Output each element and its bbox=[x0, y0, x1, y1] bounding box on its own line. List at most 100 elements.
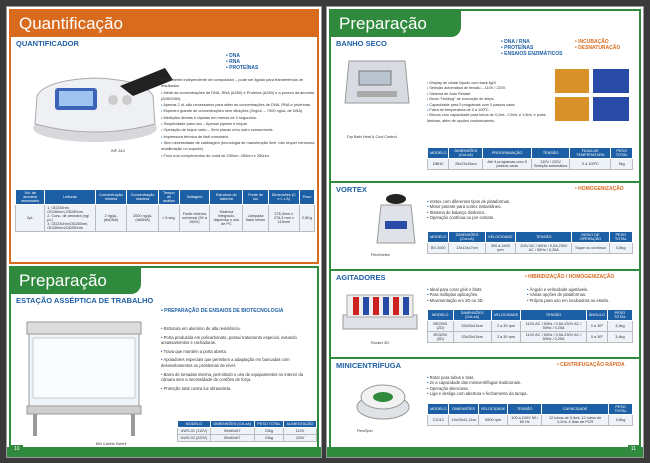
tag-homogenization: • HOMOGENIZAÇÃO bbox=[575, 186, 624, 192]
bullet-item: Blocos com capacidade para tubos de 0,2m… bbox=[427, 113, 552, 124]
table-cell: 220V bbox=[283, 434, 317, 442]
table-cell: 2µL bbox=[14, 204, 46, 232]
bullet-item: 2x a capacidade das minicentrífugas trad… bbox=[427, 380, 627, 385]
bullet-item: Liga e desliga com abertura e fechamento… bbox=[427, 391, 627, 396]
table-header: MODELO bbox=[177, 420, 211, 428]
tag-hybridization: • HIBRIDIZAÇÃO / HOMOGENIZAÇÃO bbox=[525, 274, 615, 280]
bullet-list-left: Ideal para corar géis e blots. Para múlt… bbox=[427, 287, 527, 303]
minicentrifuge-block: MINICENTRÍFUGA • CENTRIFUGAÇÃO RÁPIDA Fl… bbox=[331, 357, 639, 447]
bullet-item: Movimentação em 2D ou 3D. bbox=[427, 298, 527, 303]
bullet-item: Trava que mantém a porta aberta. bbox=[161, 349, 316, 355]
table-header: DIMENSÕES (CxLxA) bbox=[448, 147, 484, 159]
tag-proteins: • PROTEÍNAS bbox=[226, 65, 259, 71]
tags-left: • DNA / RNA • PROTEÍNAS • ENSAIOS ENZIMÁ… bbox=[501, 39, 562, 57]
tags-right: • INCUBAÇÃO • DESNATURAÇÃO bbox=[575, 39, 620, 51]
table-cell: 23kg bbox=[253, 427, 285, 435]
shakers-block: AGITADORES • HIBRIDIZAÇÃO / HOMOGENIZAÇÃ… bbox=[331, 269, 639, 355]
table-cell: 276,3mm x 276,3 mm x 119mm bbox=[267, 204, 300, 232]
bullet-item: Faixa de temperatura de 0 a 100ºC. bbox=[427, 108, 552, 113]
vortex-image bbox=[376, 194, 416, 244]
table-header: Tempo de análise bbox=[157, 189, 180, 205]
desc-item: Totalmente independente de computador – … bbox=[161, 77, 316, 90]
table-header: TENSÃO bbox=[507, 403, 542, 415]
table-cell: 0 a 30º bbox=[585, 320, 608, 332]
table-row: BS3200 (3D) 33x33x10cm 2 a 30 rpm 110V A… bbox=[427, 331, 634, 343]
table-cell: Toque ou contínuo bbox=[571, 242, 610, 254]
table-header: PESO TOTAL bbox=[610, 147, 633, 159]
image-caption: BM Cabine Estéril bbox=[96, 442, 127, 446]
table-cell: 3,4kg bbox=[606, 320, 634, 332]
desc-item: Medições diretas e rápidas em menos de 3… bbox=[161, 115, 316, 121]
tags: • DNA • RNA • PROTEÍNAS bbox=[226, 53, 258, 71]
table-header: ALIMENTAÇÃO bbox=[283, 420, 317, 428]
page-number: 11 bbox=[627, 445, 639, 453]
bullet-item: Operação silenciosa. bbox=[427, 386, 627, 391]
table-header: TENSÃO bbox=[520, 309, 587, 321]
image-caption: INF-310 bbox=[111, 149, 125, 153]
tag: • PROTEÍNAS bbox=[501, 45, 534, 51]
bullet-item: Seleção automática de tensão – 110V / 22… bbox=[427, 86, 552, 91]
table-cell: BR2000 (2D) bbox=[427, 320, 454, 332]
heating-blocks-image bbox=[555, 69, 629, 121]
bullet-item: Próprio para uso em incubadora ou estufa… bbox=[527, 298, 637, 303]
table-header: DIMENSÕES (CxLxA) bbox=[448, 231, 486, 243]
table-cell: 23kg bbox=[253, 434, 285, 442]
product-title: MINICENTRÍFUGA bbox=[336, 361, 401, 370]
table-header: MODO DE OPERAÇÃO bbox=[571, 231, 610, 243]
bullet-item: Para múltiplas aplicações. bbox=[427, 292, 527, 297]
table-header: Estrutura do sistema bbox=[209, 189, 244, 205]
centrifuge-image bbox=[356, 384, 410, 420]
table-cell: 59x60x67 bbox=[209, 427, 255, 435]
table-header: Vol. de amostra necessário bbox=[14, 189, 46, 205]
table-cell: 59x60x67 bbox=[209, 434, 255, 442]
tag-centrifugation: • CENTRIFUGAÇÃO RÁPIDA bbox=[557, 362, 625, 368]
vortex-table: MODELO DIMENSÕES (CxLxA) VELOCIDADE TENS… bbox=[426, 231, 634, 254]
desc-item: Mede as concentrações de DNA, RNA (A260)… bbox=[161, 90, 316, 103]
shakers-table: MODELO DIMENSÕES (CxLxA) VELOCIDADE TENS… bbox=[427, 309, 634, 343]
section-title: ESTAÇÃO ASSÉPTICA DE TRABALHO bbox=[16, 296, 154, 305]
table-cell: 110V AC / 60Hz / 0,5A 230V AC / 50Hz / 0… bbox=[515, 242, 573, 254]
table-row: 2µL 1. OD230nm, OD260nm,OD280nm 2. Conc.… bbox=[14, 204, 316, 232]
table-header: MODELO bbox=[427, 309, 454, 321]
table-header: MODELO bbox=[426, 231, 450, 243]
table-cell: C1012 bbox=[426, 414, 450, 426]
quantification-section: Quantificação QUANTIFICADOR • DNA • RNA … bbox=[9, 9, 319, 264]
table-header: VELOCIDADE bbox=[484, 231, 517, 243]
section-title: QUANTIFICADOR bbox=[16, 39, 79, 48]
table-cell: 100 a 240V 50 / 60 Hz bbox=[507, 414, 542, 426]
table-cell: 2000 ng/µL (dsDNA) bbox=[126, 204, 159, 232]
table-cell: 33x33x10cm bbox=[452, 320, 492, 332]
tag-biotech: • PREPARAÇÃO DE ENSAIOS DE BIOTECNOLOGIA bbox=[161, 308, 284, 314]
table-cell: 110V AC / 60Hz / 0,5A 230V AC / 50Hz / 0… bbox=[520, 331, 587, 343]
quantifier-spec-table: Vol. de amostra necessário Leituras Conc… bbox=[14, 189, 316, 232]
table-cell: 2,5Kg bbox=[298, 204, 316, 232]
table-cell: Sistema integrado, dispensa o uso de PC bbox=[209, 204, 244, 232]
table-header: Peso bbox=[298, 189, 316, 205]
image-caption: FlexiVortex bbox=[371, 253, 390, 257]
desc-item: Sem necessidade de calibragem (tecnologi… bbox=[161, 140, 316, 153]
table-header: MODELO bbox=[426, 147, 450, 159]
table-cell: 0 a 30º bbox=[585, 331, 608, 343]
table-cell: UWS-01 (110V) bbox=[177, 427, 211, 435]
table-cell: 2 a 30 rpm bbox=[490, 320, 522, 332]
table-row: C1012 14x20x11,2cm 5500 rpm 100 a 240V 5… bbox=[426, 414, 633, 426]
image-caption: Rocker 3D bbox=[371, 341, 389, 345]
table-row: BV-1000 13x13x17cm 300 a 2400 rpm 110V A… bbox=[426, 242, 634, 254]
aseptic-section: Preparação ESTAÇÃO ASSÉPTICA DE TRABALHO… bbox=[9, 266, 319, 455]
dry-bath-image bbox=[344, 60, 410, 104]
bullet-item: Sistema de Auto Restart bbox=[427, 92, 552, 97]
table-cell: 3,4kg bbox=[606, 331, 634, 343]
table-cell: Lâmpada flash xênon bbox=[242, 204, 269, 232]
section-header: Quantificação bbox=[11, 11, 317, 37]
desc-item: Impressora térmica de fácil manuseio. bbox=[161, 134, 316, 140]
table-cell: 110V AC / 60Hz / 0,5A 230V AC / 50Hz / 0… bbox=[520, 320, 587, 332]
table-header: ÂNGULO bbox=[585, 309, 608, 321]
table-header: PESO TOTAL bbox=[608, 231, 634, 243]
table-cell: 0 a 100ºC bbox=[569, 158, 612, 170]
table-cell: UWS-02 (220V) bbox=[177, 434, 211, 442]
table-row: UWS-02 (220V) 59x60x67 23kg 220V bbox=[177, 434, 317, 442]
bullet-item: Apoiadores especiais que permitem a adap… bbox=[161, 357, 316, 368]
dry-bath-block: BANHO SECO • DNA / RNA • PROTEÍNAS • ENS… bbox=[331, 37, 639, 179]
bullet-item: Operação contínua ou por contato. bbox=[427, 215, 627, 220]
table-cell: 14x20x11,2cm bbox=[448, 414, 479, 426]
